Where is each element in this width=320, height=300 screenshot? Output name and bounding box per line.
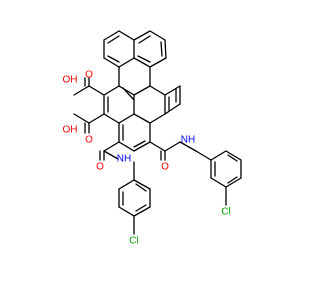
atom-label-o-amide-right: O bbox=[161, 162, 169, 173]
molecule-structure: OH O OH O O O NH NH Cl Cl bbox=[63, 30, 242, 247]
atom-label-cl-right: Cl bbox=[221, 207, 230, 218]
bond-lines bbox=[73, 30, 242, 235]
atom-label-cl-left: Cl bbox=[129, 236, 138, 247]
structure-canvas: OH O OH O O O NH NH Cl Cl bbox=[63, 30, 242, 247]
atom-label-o-amide-left: O bbox=[96, 162, 104, 173]
atom-label-o-mid: O bbox=[85, 135, 93, 146]
atom-label-oh-top: OH bbox=[63, 75, 78, 86]
atom-label-nh-right: NH bbox=[181, 135, 195, 146]
atom-label-nh-left: NH bbox=[117, 154, 131, 165]
atom-label-o-top: O bbox=[85, 70, 93, 81]
atom-label-oh-mid: OH bbox=[63, 125, 78, 136]
